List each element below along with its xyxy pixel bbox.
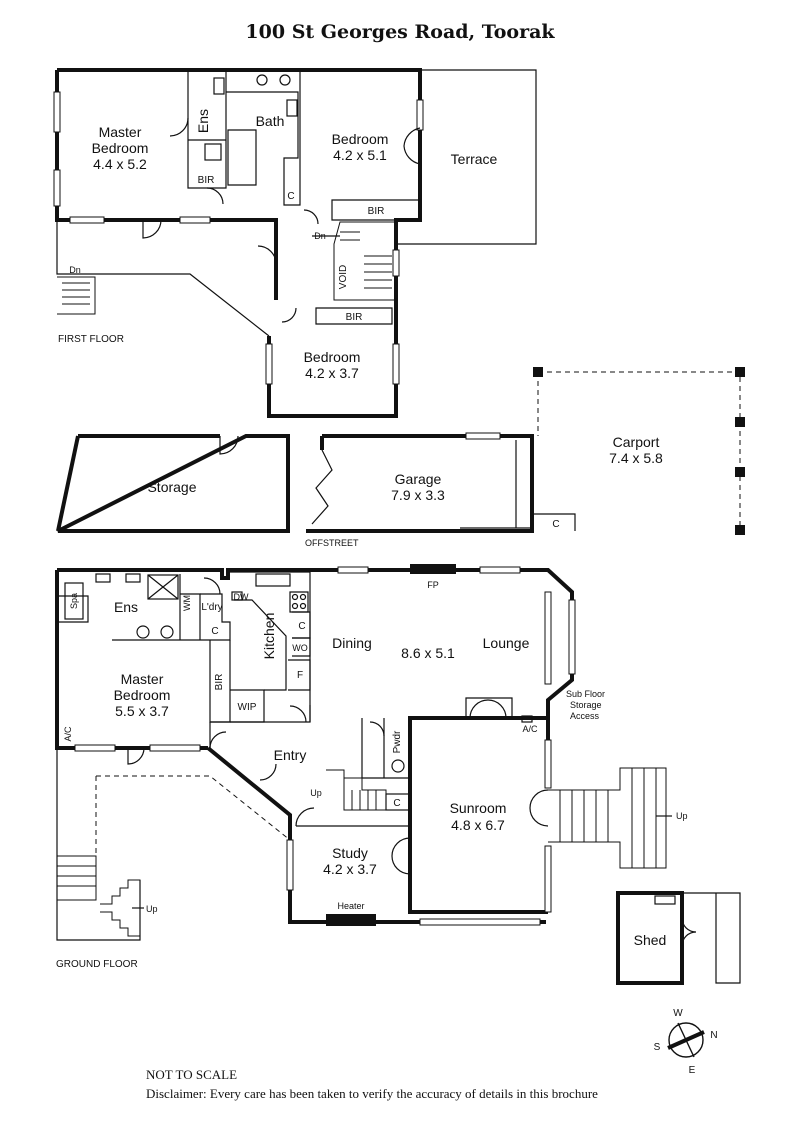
storage-label: Storage xyxy=(147,479,196,495)
heater-label: Heater xyxy=(337,901,364,911)
bedroom-2-label: Bedroom xyxy=(304,349,361,365)
f-label: F xyxy=(297,670,303,681)
master-bedroom-ground-label-2: Bedroom xyxy=(114,687,171,703)
c-carport-label: C xyxy=(552,519,559,530)
garage-dims: 7.9 x 3.3 xyxy=(391,487,445,503)
not-to-scale-note: NOT TO SCALE xyxy=(146,1067,237,1082)
bir-ground-label: BIR xyxy=(214,674,225,691)
shed-label: Shed xyxy=(634,932,667,948)
kitchen-label: Kitchen xyxy=(261,613,277,660)
up-deck-label: Up xyxy=(676,811,688,821)
sunroom-label: Sunroom xyxy=(450,800,507,816)
sub-floor-label-1: Sub Floor xyxy=(566,689,605,699)
wm-label: WM xyxy=(182,595,192,611)
bir-bedroom-2-label: BIR xyxy=(346,312,363,323)
ens-ground-label: Ens xyxy=(114,599,138,615)
dw-label: DW xyxy=(234,592,249,602)
carport-label: Carport xyxy=(613,434,660,450)
shed-walls xyxy=(616,891,684,985)
c-entry-label: C xyxy=(393,798,400,809)
compass-e: E xyxy=(689,1065,696,1076)
entry-label: Entry xyxy=(274,747,307,763)
c-kitchen-label: C xyxy=(298,621,305,632)
sunroom-dims: 4.8 x 6.7 xyxy=(451,817,505,833)
bir-master-first-label: BIR xyxy=(198,175,215,186)
first-floor-plan xyxy=(53,68,537,418)
wo-label: WO xyxy=(292,643,308,653)
study-label: Study xyxy=(332,845,368,861)
lounge-label: Lounge xyxy=(483,635,530,651)
compass-n: N xyxy=(710,1030,717,1041)
garage-walls xyxy=(306,434,534,533)
ac-right-label: A/C xyxy=(522,724,538,734)
void-label: VOID xyxy=(338,265,349,289)
terrace-outline xyxy=(398,69,537,245)
wip-label: WIP xyxy=(238,702,257,713)
compass-w: W xyxy=(673,1008,683,1019)
compass-icon xyxy=(667,1022,705,1058)
up-left-label: Up xyxy=(146,904,158,914)
garage-label: Garage xyxy=(395,471,442,487)
first-floor-walls xyxy=(57,68,422,418)
master-bedroom-first-dims: 4.4 x 5.2 xyxy=(93,156,147,172)
master-bedroom-ground-label-1: Master xyxy=(121,671,164,687)
bedroom-2-dims: 4.2 x 3.7 xyxy=(305,365,359,381)
pwdr-label: Pwdr xyxy=(392,730,403,753)
ground-floor-label: GROUND FLOOR xyxy=(56,959,138,970)
storage-walls xyxy=(57,434,290,533)
carport-dims: 7.4 x 5.8 xyxy=(609,450,663,466)
laundry-label: L'dry xyxy=(201,602,222,613)
ground-floor-walls xyxy=(57,568,574,914)
sub-floor-label-3: Access xyxy=(570,711,600,721)
ac-left-label: A/C xyxy=(63,726,73,742)
spa-label: Spa xyxy=(69,593,79,609)
dn-stairs-label: Dn xyxy=(314,231,326,241)
master-bedroom-ground-dims: 5.5 x 3.7 xyxy=(115,703,169,719)
c-first-label: C xyxy=(287,191,294,202)
bath-label: Bath xyxy=(256,113,285,129)
living-dims: 8.6 x 5.1 xyxy=(401,645,455,661)
outbuildings-plan xyxy=(56,367,745,985)
bedroom-1-label: Bedroom xyxy=(332,131,389,147)
first-floor-label: FIRST FLOOR xyxy=(58,334,124,345)
up-inside-label: Up xyxy=(310,788,322,798)
offstreet-label: OFFSTREET xyxy=(305,538,359,548)
study-dims: 4.2 x 3.7 xyxy=(323,861,377,877)
master-bedroom-first-label-2: Bedroom xyxy=(92,140,149,156)
terrace-label: Terrace xyxy=(451,151,498,167)
dining-label: Dining xyxy=(332,635,372,651)
ground-floor-plan xyxy=(55,564,672,941)
bedroom-1-dims: 4.2 x 5.1 xyxy=(333,147,387,163)
c-laundry-label: C xyxy=(211,626,218,637)
property-title: 100 St Georges Road, Toorak xyxy=(245,21,555,43)
fp-label: FP xyxy=(427,580,439,590)
bir-bedroom-1-label: BIR xyxy=(368,206,385,217)
sub-floor-label-2: Storage xyxy=(570,700,602,710)
disclaimer-note: Disclaimer: Every care has been taken to… xyxy=(146,1086,598,1101)
master-bedroom-first-label-1: Master xyxy=(99,124,142,140)
dn-outside-label: Dn xyxy=(69,265,81,275)
compass-s: S xyxy=(654,1042,661,1053)
ens-first-label: Ens xyxy=(195,109,211,133)
